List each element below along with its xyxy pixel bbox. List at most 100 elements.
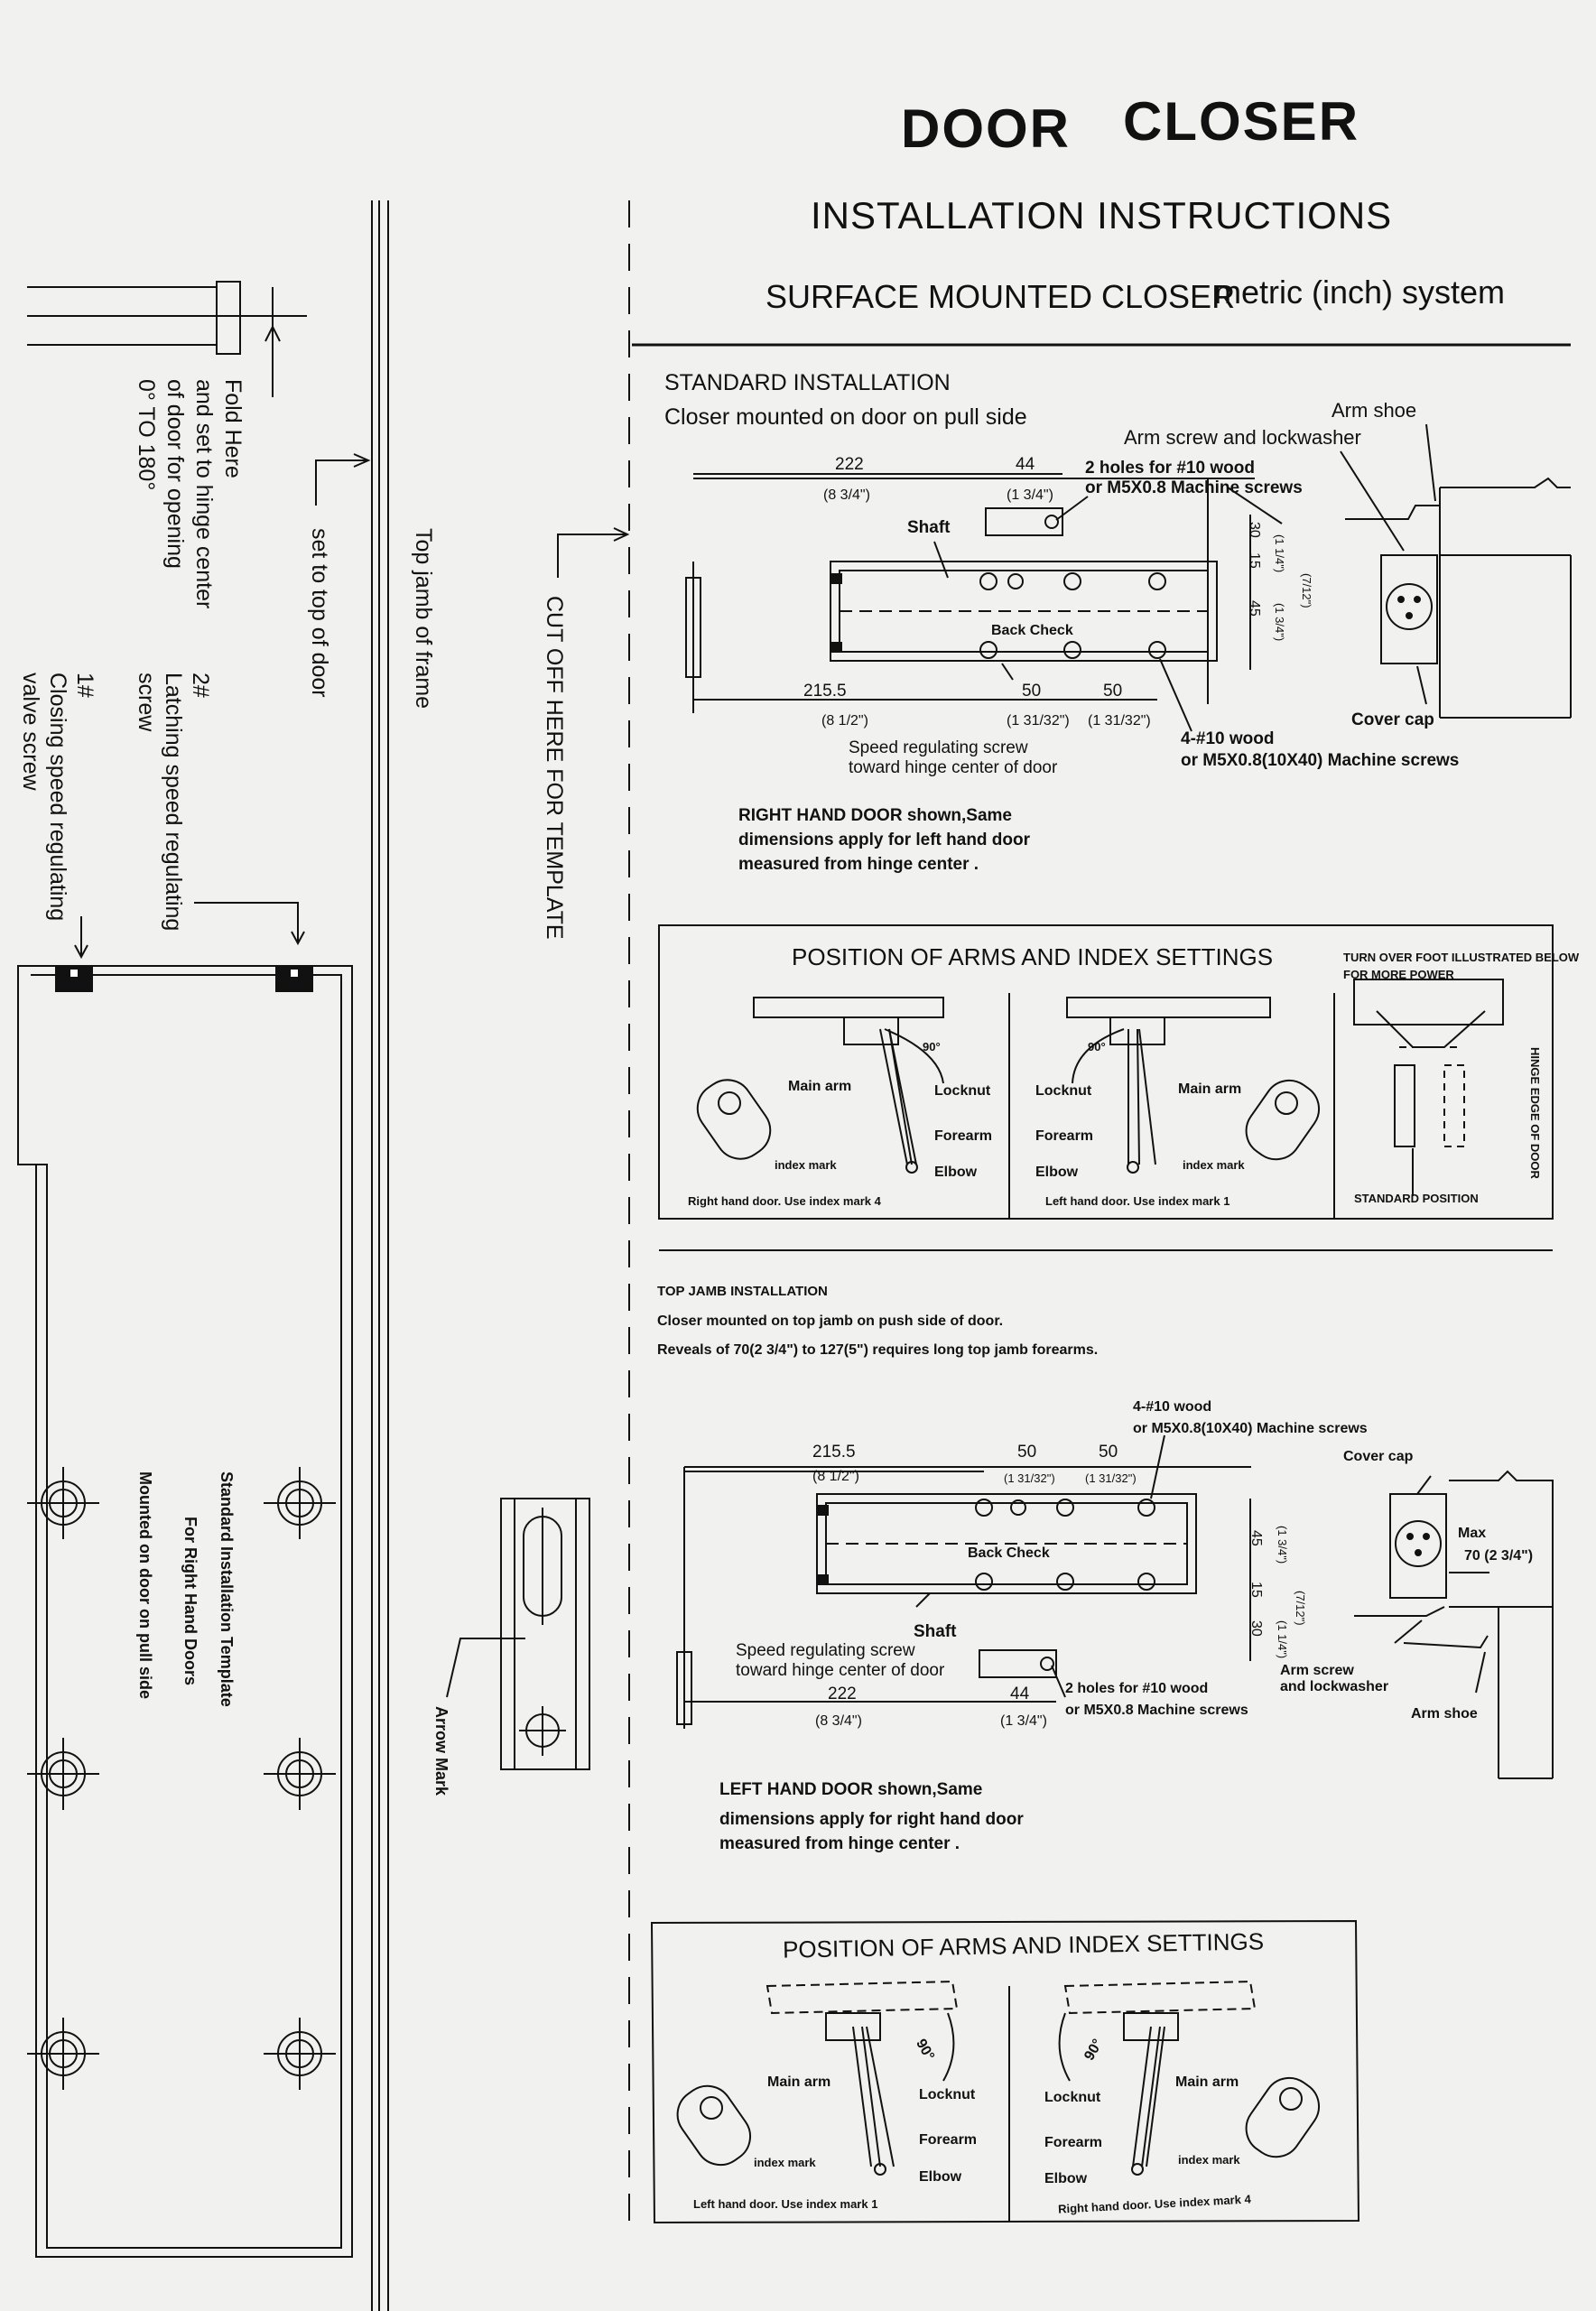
tj-note2: dimensions apply for right hand door <box>719 1810 1024 1829</box>
tj-dim-50a: 50 <box>1017 1443 1037 1462</box>
fold-here-line3: of door for opening <box>162 379 188 569</box>
std-cover-cap: Cover cap <box>1351 710 1434 729</box>
closing-num: 1# <box>72 673 97 698</box>
std-note2: dimensions apply for left hand door <box>738 831 1031 849</box>
arms1-right-caption: Right hand door. Use index mark 4 <box>688 1194 881 1208</box>
fold-here-line2: and set to hinge center <box>191 379 217 609</box>
subtitle-system: metric (inch) system <box>1214 274 1506 311</box>
tj-arm-screw: Arm screw <box>1280 1663 1354 1678</box>
arms1-turn-over: TURN OVER FOOT ILLUSTRATED BELOW <box>1343 951 1580 964</box>
tj-heading: TOP JAMB INSTALLATION <box>657 1284 828 1299</box>
std-speed-screw: Speed regulating screw <box>849 738 1028 757</box>
std-shaft: Shaft <box>907 518 951 537</box>
template-label1: Standard Installation Template <box>218 1471 236 1707</box>
latching-label2: screw <box>134 673 159 732</box>
arms1-forearm-right: Forearm <box>1035 1128 1094 1144</box>
tj-note1: LEFT HAND DOOR shown,Same <box>719 1780 983 1799</box>
latching-label: Latching speed regulating <box>161 673 186 932</box>
tj-dim-222-in: (8 3/4") <box>815 1713 862 1729</box>
std-dim-15: 15 <box>1247 552 1262 569</box>
std-dim-50a-in: (1 31/32") <box>1007 713 1070 729</box>
title-door: DOOR <box>901 98 1071 159</box>
std-note3: measured from hinge center . <box>738 855 979 874</box>
std-dim-2155: 215.5 <box>803 682 847 701</box>
tj-speed-screw: Speed regulating screw <box>736 1641 915 1660</box>
tj-dim-15: 15 <box>1248 1582 1264 1598</box>
arms2-forearm-left: Forearm <box>919 2132 978 2148</box>
tj-dim-44-in: (1 3/4") <box>1000 1713 1047 1729</box>
tj-desc2: Reveals of 70(2 3/4") to 127(5") require… <box>657 1342 1099 1358</box>
fold-here-line1: Fold Here <box>220 379 246 478</box>
tj-speed-screw2: toward hinge center of door <box>736 1661 945 1680</box>
template-label2: For Right Hand Doors <box>181 1517 200 1685</box>
arms1-locknut-right: Locknut <box>1035 1083 1092 1099</box>
standard-heading: STANDARD INSTALLATION <box>664 370 951 395</box>
closing-label: Closing speed regulating <box>45 673 70 922</box>
closing-label2: valve screw <box>18 673 43 791</box>
arms1-left-caption: Left hand door. Use index mark 1 <box>1045 1194 1230 1208</box>
std-speed-screw2: toward hinge center of door <box>849 758 1058 777</box>
arms1-elbow-right: Elbow <box>1035 1165 1079 1180</box>
tj-max: Max <box>1458 1526 1487 1541</box>
arms1-90-right: 90° <box>1088 1040 1106 1053</box>
std-note1: RIGHT HAND DOOR shown,Same <box>738 806 1012 825</box>
tj-dim-222: 222 <box>828 1685 857 1703</box>
arms2-index-mark-left: index mark <box>754 2156 816 2169</box>
top-jamb-label: Top jamb of frame <box>411 528 436 710</box>
standard-desc: Closer mounted on door on pull side <box>664 404 1027 430</box>
tj-dim-44: 44 <box>1010 1685 1030 1703</box>
arms2-main-arm-left: Main arm <box>767 2074 831 2090</box>
arms1-index-mark-right: index mark <box>1183 1158 1245 1172</box>
arms2-forearm-right: Forearm <box>1044 2135 1103 2150</box>
tj-dim-30: 30 <box>1248 1620 1264 1637</box>
std-arm-screw: Arm screw and lockwasher <box>1124 426 1361 449</box>
std-holes2b: or M5X0.8 Machine screws <box>1085 478 1303 497</box>
std-dim-222: 222 <box>835 455 864 474</box>
arms1-elbow-left: Elbow <box>934 1165 978 1180</box>
std-holes2: 2 holes for #10 wood <box>1085 459 1255 478</box>
arms2-index-mark-right: index mark <box>1178 2153 1240 2167</box>
tj-dim-50b: 50 <box>1099 1443 1118 1462</box>
tj-max70: 70 (2 3/4") <box>1464 1548 1534 1564</box>
arms1-heading: POSITION OF ARMS AND INDEX SETTINGS <box>792 943 1274 970</box>
tj-screws4: 4-#10 wood <box>1133 1399 1212 1415</box>
latching-num: 2# <box>188 673 213 698</box>
std-screws4b: or M5X0.8(10X40) Machine screws <box>1181 751 1460 770</box>
std-dim-15-in: (7/12") <box>1300 573 1313 608</box>
std-dim-2155-in: (8 1/2") <box>821 713 868 729</box>
tj-dim-15-in: (7/12") <box>1294 1591 1307 1626</box>
arms2-elbow-left: Elbow <box>919 2169 962 2185</box>
std-dim-222-in: (8 3/4") <box>823 487 870 503</box>
std-dim-44: 44 <box>1016 455 1035 474</box>
arms1-main-arm-right: Main arm <box>1178 1081 1242 1097</box>
tj-shaft: Shaft <box>914 1622 957 1641</box>
std-dim-30-in: (1 1/4") <box>1273 534 1286 573</box>
tj-arm-shoe: Arm shoe <box>1411 1706 1478 1722</box>
template-label3: Mounted on door on pull side <box>136 1471 154 1699</box>
arms1-main-arm-left: Main arm <box>788 1079 852 1094</box>
std-screws4: 4-#10 wood <box>1181 729 1275 748</box>
fold-here-line4: 0° TO 180° <box>134 379 159 491</box>
tj-dim-2155: 215.5 <box>812 1443 856 1462</box>
subtitle-surface: SURFACE MOUNTED CLOSER <box>766 278 1236 315</box>
std-dim-50b: 50 <box>1103 682 1123 701</box>
tj-dim-50a-in: (1 31/32") <box>1004 1471 1055 1485</box>
arms2-locknut-right: Locknut <box>1044 2090 1101 2105</box>
std-arm-shoe: Arm shoe <box>1332 399 1417 422</box>
std-dim-45-in: (1 3/4") <box>1273 603 1286 642</box>
arms2-locknut-left: Locknut <box>919 2087 976 2102</box>
tj-desc1: Closer mounted on top jamb on push side … <box>657 1313 1004 1329</box>
tj-dim-45: 45 <box>1248 1530 1264 1546</box>
arms2-elbow-right: Elbow <box>1044 2171 1088 2186</box>
tj-note3: measured from hinge center . <box>719 1834 960 1853</box>
arms1-standard-position: STANDARD POSITION <box>1354 1192 1479 1205</box>
cut-off-label: CUT OFF HERE FOR TEMPLATE <box>542 596 567 940</box>
subtitle: INSTALLATION INSTRUCTIONS <box>811 194 1393 237</box>
tj-dim-2155-in: (8 1/2") <box>812 1469 859 1484</box>
arms1-locknut-left: Locknut <box>934 1083 991 1099</box>
tj-dim-30-in: (1 1/4") <box>1276 1620 1289 1659</box>
tj-dim-45-in: (1 3/4") <box>1276 1526 1289 1564</box>
arms1-turn-over2: FOR MORE POWER <box>1343 968 1454 981</box>
std-dim-44-in: (1 3/4") <box>1007 487 1053 503</box>
